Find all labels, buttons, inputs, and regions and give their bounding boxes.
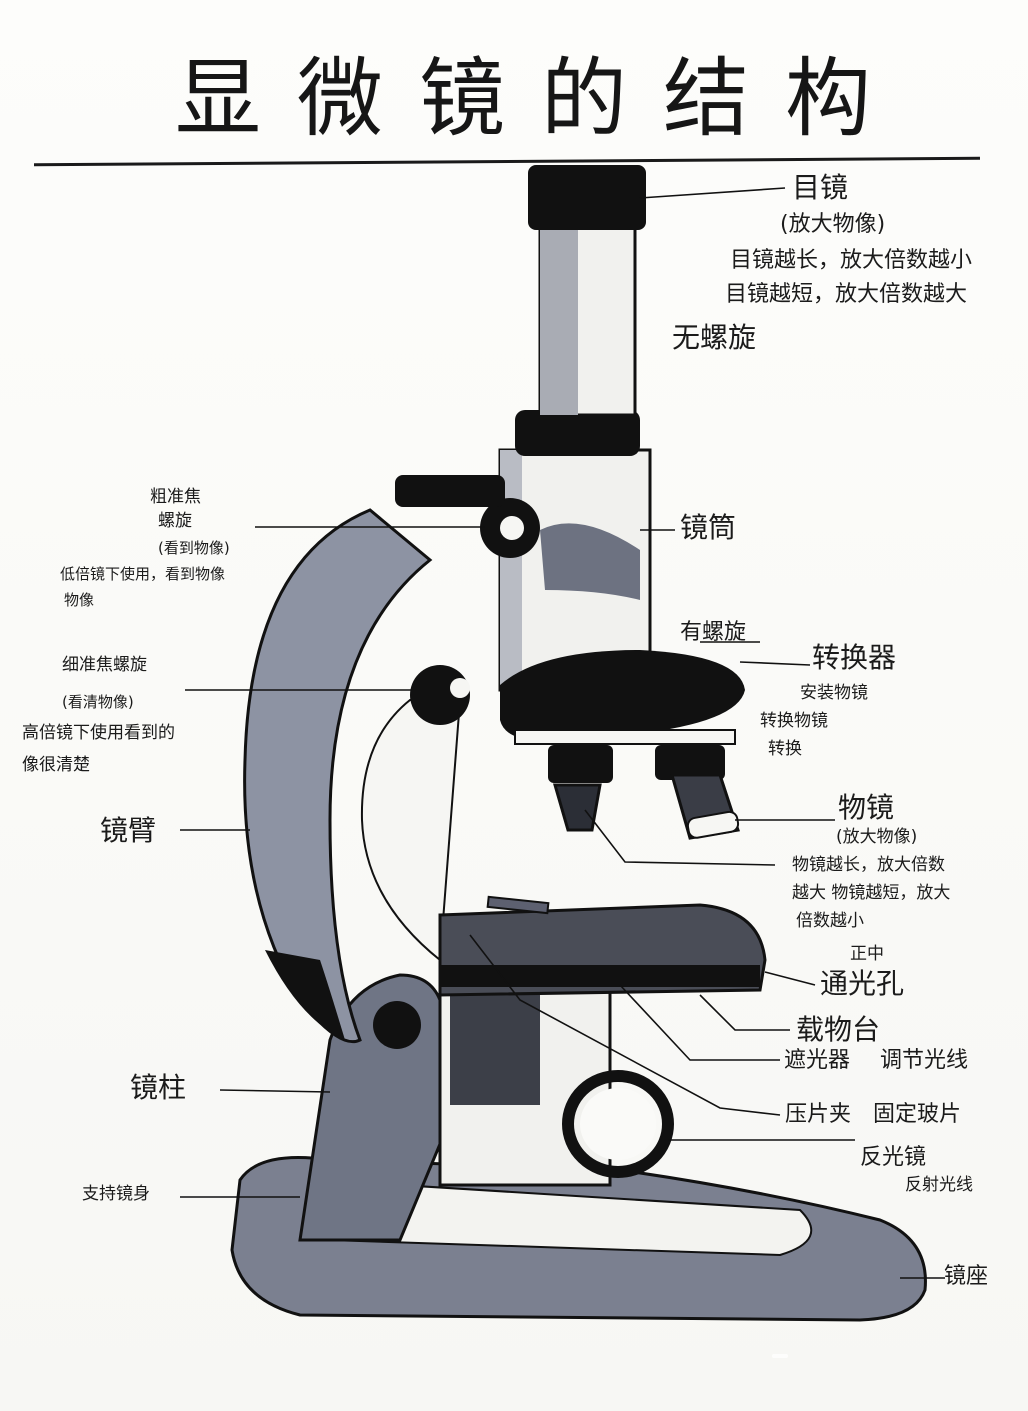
leader-lines [180,187,945,1279]
lower-body-shade [450,985,540,1105]
label-arm: 镜臂 [100,814,157,847]
label-nosepiece: 转换器 [812,641,897,674]
label-diaphragm: 遮光器 [784,1048,851,1073]
stage-clip [486,895,550,915]
label-coarse-note2: 低倍镜下使用，看到物像 [60,565,226,583]
label-eyepiece-note2: 目镜越长，放大倍数越小 [730,248,973,273]
fine-knob-center [450,678,470,698]
arm-lower-shadow [265,950,345,1040]
eyepiece-cap [528,165,646,230]
label-nosepiece-note2: 转换物镜 [760,711,828,731]
label-base-support: 支持镜身 [82,1184,150,1204]
label-tube: 镜筒 [680,511,737,544]
objective-right [655,745,725,780]
mirror-ring [562,1070,674,1178]
base-highlight [318,1178,813,1257]
microscope-arm [243,508,433,1044]
page-title: 显微镜的结构 [175,49,907,149]
pillar-joint [373,1001,421,1049]
label-base: 镜座 [944,1264,989,1289]
label-objective-note4: 倍数越小 [796,911,864,931]
label-stage-hole: 通光孔 [820,967,905,1000]
tube-shade [540,523,640,600]
label-coarse-title: 粗准焦 [150,487,201,507]
label-mirror-note: 反射光线 [905,1175,973,1195]
arm-top-block [395,475,505,507]
label-eyepiece-note3: 目镜越短，放大倍数越大 [725,282,968,307]
label-eyepiece-note1: (放大物像) [780,212,886,237]
eyepiece-shade [540,225,578,415]
watermark [772,1354,788,1358]
tube-collar [515,410,640,456]
label-objective-note1: (放大物像) [836,827,918,847]
label-clips: 压片夹 [785,1102,852,1127]
label-pillar: 镜柱 [130,1071,187,1104]
nosepiece [500,650,745,740]
stage-band [440,965,760,987]
label-stage: 载物台 [796,1013,881,1046]
label-mirror: 反光镜 [860,1145,927,1170]
label-has-screw: 有螺旋 [680,620,747,645]
label-fine-note2: 高倍镜下使用看到的 [22,723,175,743]
objective-left [548,745,613,783]
label-fine-note1: (看清物像) [62,693,134,711]
label-objective-note3: 越大 物镜越短，放大 [792,883,951,903]
label-coarse-note3: 物像 [64,591,95,609]
mirror-face [580,1088,656,1160]
objective-left-lens [553,783,602,832]
label-objective: 物镜 [838,791,895,824]
coarse-knob-center [500,516,524,540]
label-coarse-note1: (看到物像) [158,539,230,557]
nosepiece-skirt [514,729,736,745]
label-diaphragm-note: 调节光线 [880,1048,969,1073]
label-stage-hole-note: 正中 [850,944,884,964]
label-eyepiece: 目镜 [792,171,849,204]
label-coarse-title2: 螺旋 [158,511,192,531]
label-clips-note: 固定玻片 [873,1102,962,1127]
label-nosepiece-note1: 安装物镜 [800,683,868,703]
arm-inner-white [360,699,462,962]
label-fine-note3: 像很清楚 [22,755,90,775]
label-objective-note2: 物镜越长，放大倍数 [792,855,945,875]
label-nosepiece-note3: 转换 [768,739,802,759]
label-no-screw: 无螺旋 [672,321,757,354]
label-fine-title: 细准焦螺旋 [62,655,147,675]
